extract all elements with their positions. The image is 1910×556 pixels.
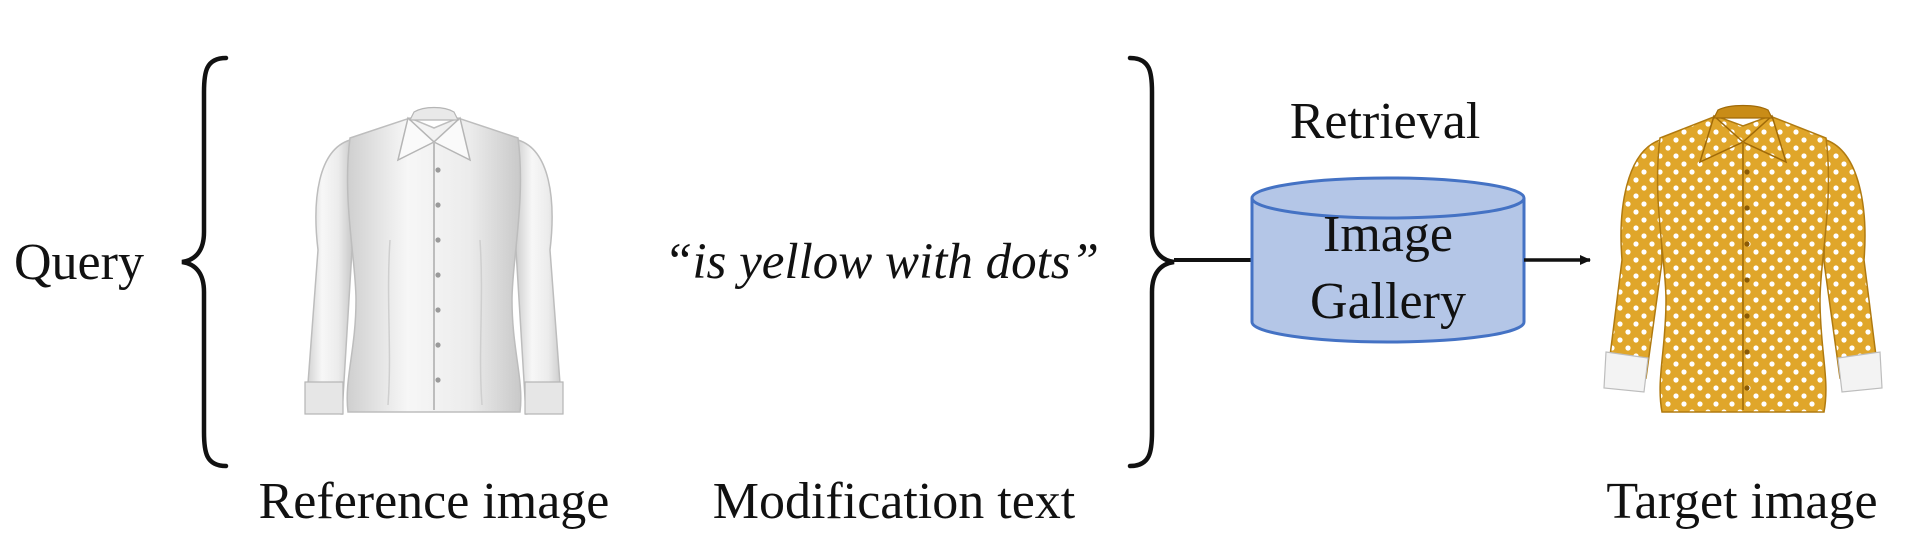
gallery-label-line1: Image <box>1323 206 1453 263</box>
reference-shirt-image <box>304 106 564 415</box>
modification-text-caption: Modification text <box>713 473 1076 530</box>
retrieval-label: Retrieval <box>1290 93 1481 150</box>
target-shirt-image <box>1603 104 1883 413</box>
modification-text: “is yellow with dots” <box>664 234 1099 290</box>
target-image-caption: Target image <box>1606 473 1877 530</box>
database-cylinder-icon <box>1250 176 1526 344</box>
left-curly-brace <box>181 55 229 469</box>
query-label: Query <box>14 234 144 291</box>
reference-image-caption: Reference image <box>259 473 610 530</box>
gallery-label-line2: Gallery <box>1310 273 1466 330</box>
right-curly-brace <box>1127 55 1175 469</box>
